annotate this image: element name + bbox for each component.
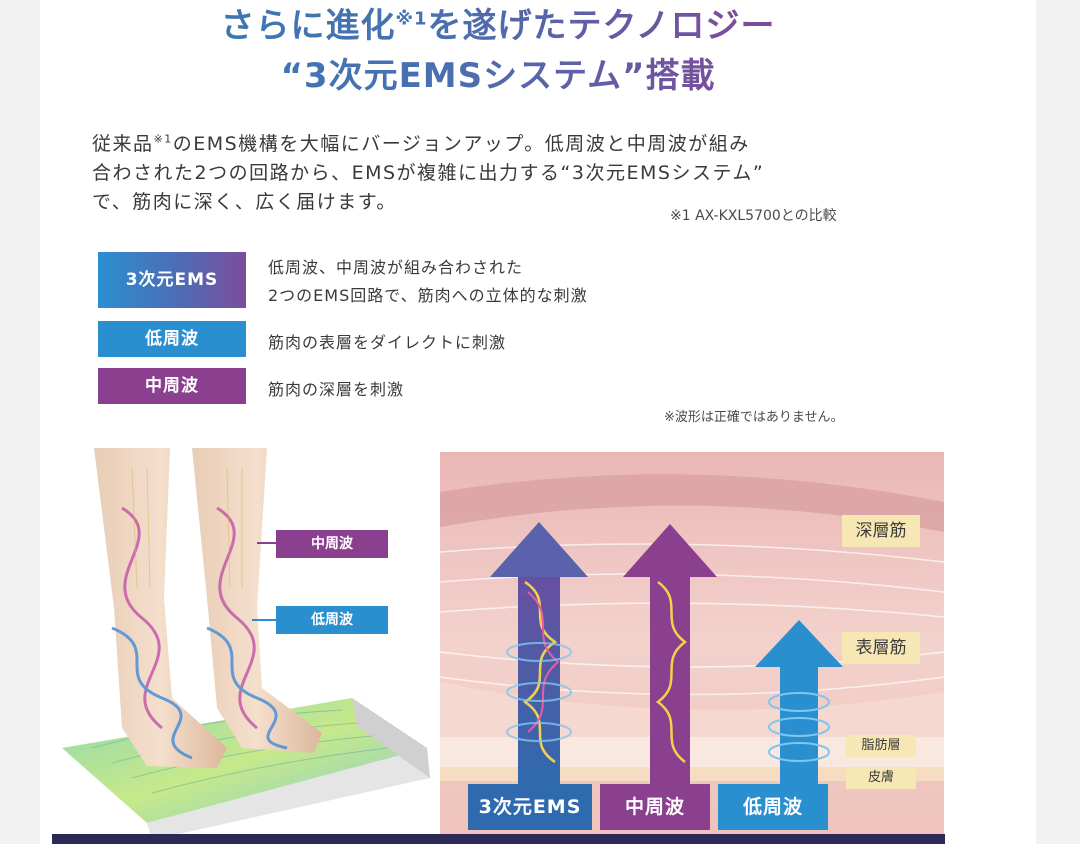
left-leg (94, 448, 227, 768)
intro-line-1: 従来品※1のEMS機構を大幅にバージョンアップ。低周波と中周波が組み (92, 132, 750, 155)
arrow-mid-frequency (623, 524, 717, 787)
layer-label-skin: 皮膚 (846, 767, 916, 789)
desc-mid-frequency: 筋肉の深層を刺激 (268, 380, 405, 399)
badge-3d-ems: 3次元EMS (98, 252, 246, 308)
intro-paragraph: 従来品※1のEMS機構を大幅にバージョンアップ。低周波と中周波が組み 合わされた… (92, 130, 912, 217)
layer-label-deep-muscle: 深層筋 (842, 515, 920, 547)
badge-low-frequency: 低周波 (98, 321, 246, 357)
comparison-footnote: ※1 AX-KXL5700との比較 (670, 208, 837, 224)
bottom-label-3d-ems: 3次元EMS (468, 784, 592, 830)
desc-low-frequency: 筋肉の表層をダイレクトに刺激 (268, 333, 507, 352)
deep-muscle-band (440, 474, 944, 532)
bottom-label-low-frequency: 低周波 (718, 784, 828, 830)
label-low-frequency: 低周波 (276, 606, 388, 634)
ems-mat (62, 698, 427, 823)
arrow-3d-ems (490, 522, 588, 787)
bottom-divider-bar (52, 834, 945, 844)
label-mid-frequency: 中周波 (276, 530, 388, 558)
headline-line-1: さらに進化※1を遂げたテクノロジー (0, 4, 996, 48)
layer-label-surface-muscle: 表層筋 (842, 632, 920, 664)
desc-3d-ems: 低周波、中周波が組み合わされた 2つのEMS回路で、筋肉への立体的な刺激 (268, 258, 588, 305)
waveform-note: ※波形は正確ではありません。 (664, 410, 844, 425)
headline-line-2: “3次元EMSシステム”搭載 (0, 52, 996, 100)
feet-on-ems-mat-illustration (52, 448, 432, 840)
badge-mid-frequency: 中周波 (98, 368, 246, 404)
right-leg (192, 448, 322, 753)
intro-line-2: 合わされた2つの回路から、EMSが複雑に出力する“3次元EMSシステム” (92, 162, 765, 184)
layer-label-fat: 脂肪層 (846, 735, 916, 757)
arrow-low-frequency (755, 620, 843, 787)
bottom-label-mid-frequency: 中周波 (600, 784, 710, 830)
intro-line-3: で、筋肉に深く、広く届けます。 (92, 191, 397, 213)
